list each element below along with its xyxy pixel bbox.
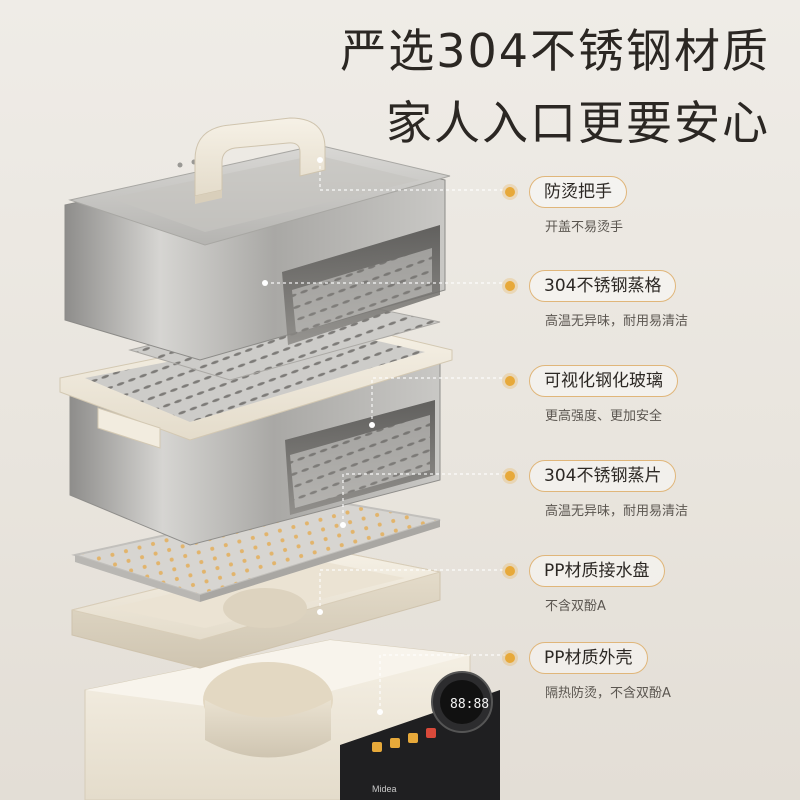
callout-leaders xyxy=(265,160,505,712)
headline-line-1: 严选304不锈钢材质 xyxy=(340,24,770,78)
feature-title: 304不锈钢蒸片 xyxy=(529,460,677,492)
steamer-lid xyxy=(64,144,451,361)
feature-desc: 高温无异味，耐用易清洁 xyxy=(545,314,689,329)
base-housing xyxy=(84,639,500,800)
headline-line-2: 家人入口更要安心 xyxy=(386,96,770,150)
callout-anchor-dots xyxy=(262,157,383,715)
feature-title: PP材质接水盘 xyxy=(529,555,665,587)
feature-desc: 开盖不易烫手 xyxy=(545,220,624,235)
bullet-dot xyxy=(505,471,515,481)
bullet-dot xyxy=(505,376,515,386)
feature-desc: 高温无异味，耐用易清洁 xyxy=(545,504,689,519)
feature-title: 可视化钢化玻璃 xyxy=(529,365,678,397)
feature-desc: 隔热防烫，不含双酚A xyxy=(545,686,671,701)
feature-desc: 更高强度、更加安全 xyxy=(545,409,663,424)
feature-title: 304不锈钢蒸格 xyxy=(529,270,677,302)
lower-steamer-tier xyxy=(59,321,453,546)
feature-desc: 不含双酚A xyxy=(545,599,606,614)
bullet-dot xyxy=(505,281,515,291)
bullet-dot xyxy=(505,566,515,576)
bullet-dot xyxy=(505,653,515,663)
feature-title: PP材质外壳 xyxy=(529,642,648,674)
feature-title: 防烫把手 xyxy=(529,176,627,208)
brand-logo: Midea xyxy=(372,784,397,794)
bullet-dot xyxy=(505,187,515,197)
control-display-readout: 88:88 xyxy=(450,697,489,712)
lid-handle xyxy=(194,117,326,204)
